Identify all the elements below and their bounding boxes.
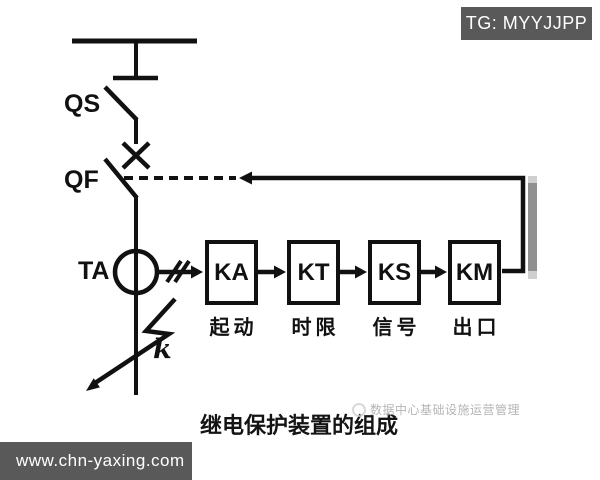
- ks-to-km-arrowhead-icon: [435, 265, 447, 279]
- trip-arrowhead-icon: [239, 171, 252, 185]
- tg-badge-label: TG: MYYJJPP: [465, 13, 588, 33]
- stage-name-signal: 信号: [372, 317, 421, 339]
- watermark-text: 数据中心基础设施运营管理: [370, 403, 521, 417]
- ka-to-kt-arrowhead-icon: [274, 265, 286, 279]
- gray-artifact-bar: [528, 183, 537, 271]
- trip-feedback-line: [250, 175, 526, 274]
- fault-lightning-icon: [90, 297, 177, 387]
- tg-badge: TG: MYYJJPP: [461, 7, 592, 40]
- current-transformer-label: TA: [78, 257, 110, 285]
- disconnector-label: QS: [64, 90, 101, 118]
- footer-url-text: www.chn-yaxing.com: [16, 451, 185, 470]
- stage-name-start: 起动: [209, 317, 258, 339]
- stage-box-ka: KA: [205, 240, 258, 305]
- stage-code: KA: [214, 258, 249, 286]
- watermark: 数据中心基础设施运营管理: [352, 401, 520, 418]
- breaker-label: QF: [64, 166, 99, 194]
- fault-point-label: k: [153, 334, 172, 365]
- double-slash-icon: [173, 259, 191, 284]
- double-slash-icon: [165, 259, 183, 284]
- stage-box-kt: KT: [287, 240, 340, 305]
- stage-code: KS: [377, 258, 412, 286]
- ta-to-ka-arrowhead-icon: [191, 265, 203, 279]
- stage-code: KM: [455, 258, 494, 286]
- stage-name-time-limit: 时限: [291, 317, 340, 339]
- stage-box-ks: KS: [368, 240, 421, 305]
- stage-name-output: 出口: [452, 317, 501, 339]
- breaker-x-icon: [121, 141, 151, 170]
- breaker-blade: [103, 157, 139, 200]
- disconnector-blade: [103, 85, 139, 122]
- stage-box-km: KM: [448, 240, 501, 305]
- footer-url-bar: www.chn-yaxing.com: [0, 442, 192, 480]
- stage-code: KT: [297, 258, 330, 286]
- fault-arrowhead-icon: [86, 378, 100, 391]
- diagram-title: 继电保护装置的组成: [200, 413, 399, 438]
- watermark-logo-icon: [352, 402, 366, 417]
- kt-to-ks-arrowhead-icon: [355, 265, 367, 279]
